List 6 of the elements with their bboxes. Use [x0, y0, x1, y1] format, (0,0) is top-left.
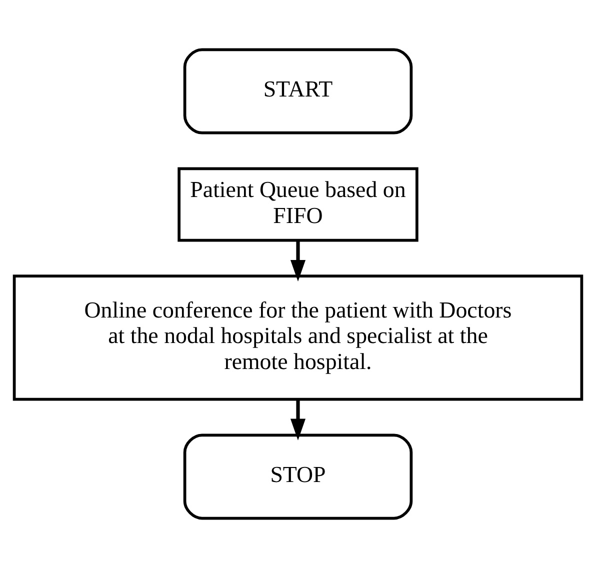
- node-box: Online conference for the patient with Doctors at the nodal hospitals and specialist at the remote hospital.: [12, 274, 584, 400]
- node-box: START: [183, 48, 413, 134]
- arrow: [290, 240, 306, 281]
- node-box: Patient Queue based on FIFO: [178, 166, 418, 242]
- arrow: [290, 399, 306, 440]
- node-box: STOP: [183, 433, 413, 520]
